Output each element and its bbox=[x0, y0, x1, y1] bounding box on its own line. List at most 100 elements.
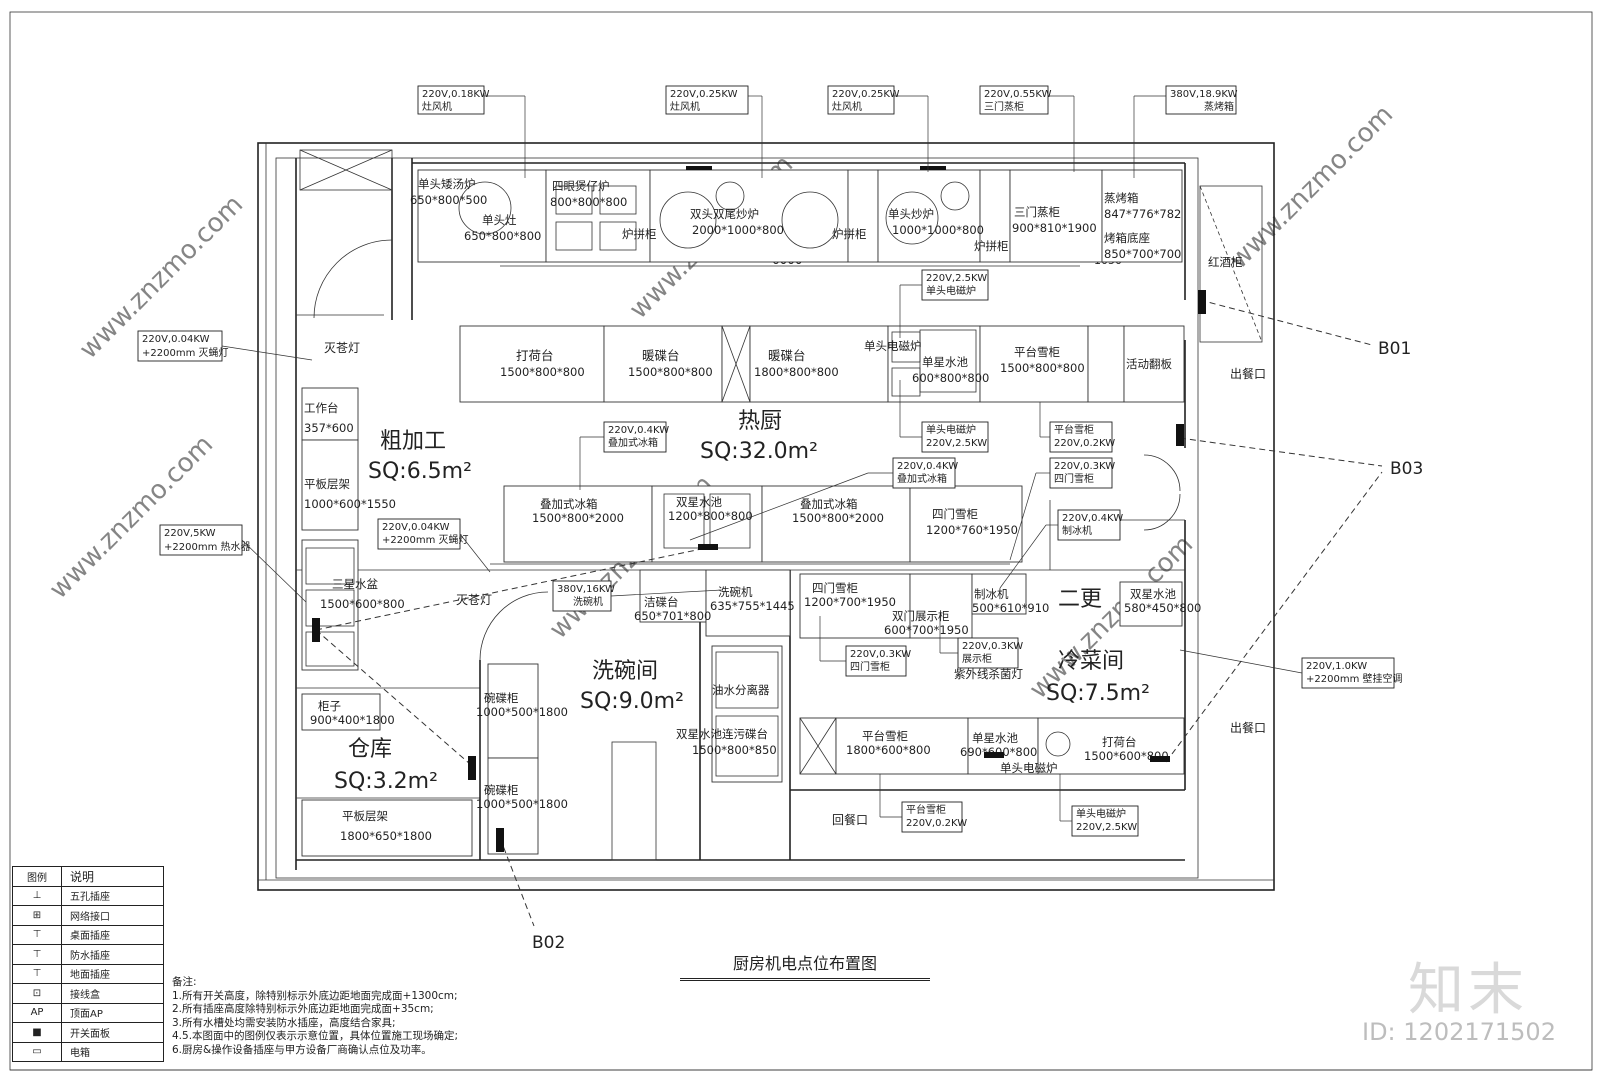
svg-text:工作台: 工作台 bbox=[304, 401, 339, 415]
notes-heading: 备注: bbox=[172, 976, 197, 988]
legend-label: 开关面板 bbox=[70, 1028, 110, 1040]
svg-text:碗碟柜: 碗碟柜 bbox=[484, 691, 519, 705]
svg-text:1200*700*1950: 1200*700*1950 bbox=[804, 595, 896, 609]
svg-text:220V,5KW: 220V,5KW bbox=[164, 528, 216, 539]
svg-text:+2200mm 灭蝇灯: +2200mm 灭蝇灯 bbox=[142, 347, 229, 359]
svg-text:三星水盆: 三星水盆 bbox=[332, 577, 378, 591]
svg-text:220V,0.4KW: 220V,0.4KW bbox=[1062, 513, 1123, 524]
svg-text:1500*600*800: 1500*600*800 bbox=[320, 597, 405, 611]
legend-row: ⊞ 网络接口 bbox=[13, 905, 163, 925]
legend-row: AP 顶面AP bbox=[13, 1002, 163, 1022]
callout-tag: 220V,5KW+2200mm 热水器 bbox=[159, 524, 307, 603]
note-line: 6.厨房&操作设备插座与甲方设备厂商确认点位及功率。 bbox=[172, 1043, 432, 1056]
svg-text:380V,16KW: 380V,16KW bbox=[557, 584, 615, 595]
legend-row: ▭电箱 bbox=[13, 1041, 163, 1061]
legend-label: 防水插座 bbox=[70, 950, 110, 962]
svg-text:叠加式冰箱: 叠加式冰箱 bbox=[800, 497, 858, 511]
room-area: SQ:7.5m² bbox=[1046, 681, 1150, 706]
svg-text:850*700*700: 850*700*700 bbox=[1104, 247, 1181, 261]
legend-label: 顶面AP bbox=[70, 1009, 103, 1021]
room-name: 洗碗间 bbox=[592, 659, 658, 684]
svg-text:油水分离器: 油水分离器 bbox=[712, 683, 770, 697]
svg-text:灭苍灯: 灭苍灯 bbox=[456, 593, 492, 607]
legend-label: 网络接口 bbox=[70, 911, 110, 923]
svg-text:1500*800*2000: 1500*800*2000 bbox=[792, 511, 884, 525]
legend-row: ⊥ 五孔插座 bbox=[13, 885, 163, 905]
svg-text:碗碟柜: 碗碟柜 bbox=[484, 783, 519, 797]
svg-text:1500*800*850: 1500*800*850 bbox=[692, 743, 777, 757]
svg-text:+2200mm 灭蝇灯: +2200mm 灭蝇灯 bbox=[382, 534, 469, 546]
notes-block: 备注: 1.所有开关高度，除特别标示外底边距地面完成面+1300cm; 2.所有… bbox=[172, 976, 458, 1057]
svg-text:635*755*1445: 635*755*1445 bbox=[710, 599, 795, 613]
svg-text:蒸烤箱: 蒸烤箱 bbox=[1104, 191, 1139, 205]
outlet-symbols bbox=[312, 166, 1206, 852]
svg-text:红酒柜: 红酒柜 bbox=[1208, 255, 1243, 269]
svg-text:900*400*1800: 900*400*1800 bbox=[310, 713, 395, 727]
svg-text:平台雪柜: 平台雪柜 bbox=[1054, 423, 1094, 436]
svg-text:灶风机: 灶风机 bbox=[670, 100, 700, 113]
svg-text:单头电磁炉: 单头电磁炉 bbox=[864, 339, 922, 353]
svg-text:单头电磁炉: 单头电磁炉 bbox=[926, 423, 976, 436]
note-line: 2.所有插座高度除特别标示外底边距地面完成面+35cm; bbox=[172, 1003, 434, 1015]
svg-text:650*800*800: 650*800*800 bbox=[464, 229, 541, 243]
room-name: 冷菜间 bbox=[1058, 649, 1124, 674]
brand-logo: 知末 bbox=[1408, 958, 1528, 1023]
svg-text:1500*600*800: 1500*600*800 bbox=[1084, 749, 1169, 763]
room-labels: 热厨 SQ:32.0m² 粗加工 SQ:6.5m² 洗碗间 SQ:9.0m² 冷… bbox=[334, 409, 1150, 794]
svg-text:四眼煲仔炉: 四眼煲仔炉 bbox=[552, 179, 610, 193]
svg-text:1000*600*1550: 1000*600*1550 bbox=[304, 497, 396, 511]
svg-text:单星水池: 单星水池 bbox=[922, 355, 968, 369]
svg-text:三门蒸柜: 三门蒸柜 bbox=[984, 100, 1024, 113]
network-port-icon: ⊞ bbox=[13, 906, 62, 925]
svg-text:炉拼柜: 炉拼柜 bbox=[832, 227, 867, 241]
equipment-shapes bbox=[301, 169, 1185, 861]
svg-text:+2200mm 壁挂空调: +2200mm 壁挂空调 bbox=[1306, 672, 1403, 685]
svg-text:平板层架: 平板层架 bbox=[342, 809, 388, 823]
room-area: SQ:9.0m² bbox=[580, 689, 684, 714]
waterproof-socket-icon: ⊤ bbox=[13, 945, 62, 964]
svg-text:220V,2.5KW: 220V,2.5KW bbox=[1076, 822, 1137, 833]
legend-row: ⊡接线盒 bbox=[13, 983, 163, 1003]
svg-text:1800*650*1800: 1800*650*1800 bbox=[340, 829, 432, 843]
box-b03-label: B03 bbox=[1390, 459, 1423, 479]
drawing-title: 厨房机电点位布置图 bbox=[680, 950, 930, 981]
legend-label: 五孔插座 bbox=[70, 892, 110, 904]
svg-text:220V,1.0KW: 220V,1.0KW bbox=[1306, 661, 1367, 672]
svg-text:四门雪柜: 四门雪柜 bbox=[1054, 472, 1094, 485]
svg-text:1500*800*800: 1500*800*800 bbox=[628, 365, 713, 379]
svg-text:220V,0.3KW: 220V,0.3KW bbox=[850, 649, 911, 660]
socket-5hole-icon: ⊥ bbox=[13, 886, 62, 905]
svg-text:220V,0.25KW: 220V,0.25KW bbox=[832, 89, 900, 100]
svg-text:活动翻板: 活动翻板 bbox=[1126, 357, 1172, 371]
callout-tag: 220V,0.04KW+2200mm 灭蝇灯 bbox=[137, 330, 313, 362]
ceiling-ap-icon: AP bbox=[13, 1003, 62, 1022]
legend-row: ⊤地面插座 bbox=[13, 963, 163, 983]
svg-text:1800*800*800: 1800*800*800 bbox=[754, 365, 839, 379]
svg-text:1500*800*2000: 1500*800*2000 bbox=[532, 511, 624, 525]
room-area: SQ:3.2m² bbox=[334, 769, 438, 794]
svg-text:650*701*800: 650*701*800 bbox=[634, 609, 711, 623]
svg-text:2000*1000*800: 2000*1000*800 bbox=[692, 223, 784, 237]
svg-text:220V,0.3KW: 220V,0.3KW bbox=[1054, 461, 1115, 472]
room-name: 粗加工 bbox=[380, 429, 446, 454]
watermark: www.znzmo.com bbox=[1224, 100, 1399, 275]
note-line: 1.所有开关高度，除特别标示外底边距地面完成面+1300cm; bbox=[172, 989, 458, 1002]
svg-text:暖碟台: 暖碟台 bbox=[768, 348, 806, 363]
svg-text:220V,0.25KW: 220V,0.25KW bbox=[670, 89, 738, 100]
callout-tag: 220V,1.0KW+2200mm 壁挂空调 bbox=[1179, 649, 1403, 689]
svg-text:三门蒸柜: 三门蒸柜 bbox=[1014, 205, 1060, 219]
svg-text:847*776*782: 847*776*782 bbox=[1104, 207, 1181, 221]
svg-text:500*610*910: 500*610*910 bbox=[972, 601, 1049, 615]
room-name: 热厨 bbox=[738, 409, 782, 434]
